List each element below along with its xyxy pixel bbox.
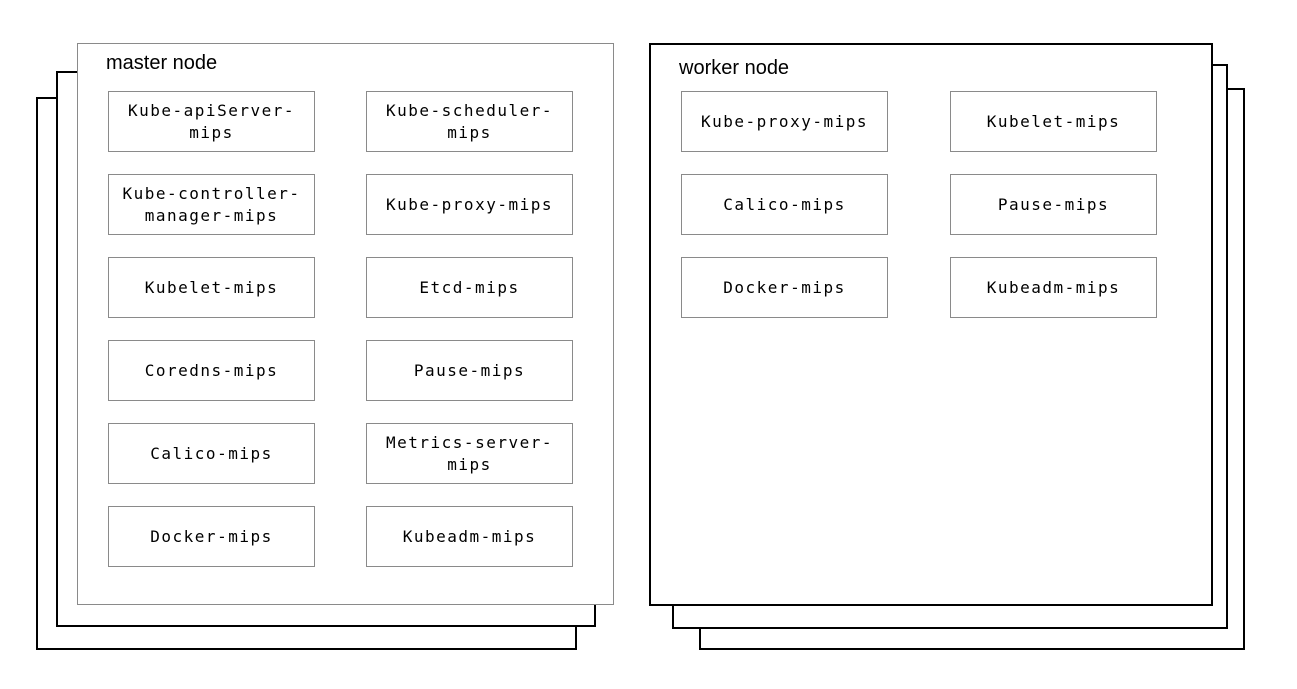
component-box-kubelet-mips: Kubelet-mips — [950, 91, 1157, 152]
worker-node-title: worker node — [679, 57, 790, 79]
component-box-calico-mips: Calico-mips — [108, 423, 315, 484]
worker-node-box: worker node Kube-proxy-mips Kubelet-mips… — [649, 43, 1213, 606]
component-box-kube-apiserver-mips: Kube-apiServer-mips — [108, 91, 315, 152]
master-node-title: master node — [106, 52, 218, 74]
master-components-grid: Kube-apiServer-mips Kube-scheduler-mips … — [108, 91, 573, 567]
component-box-docker-mips: Docker-mips — [108, 506, 315, 567]
component-box-metrics-server-mips: Metrics-server-mips — [366, 423, 573, 484]
component-box-coredns-mips: Coredns-mips — [108, 340, 315, 401]
worker-components-grid: Kube-proxy-mips Kubelet-mips Calico-mips… — [681, 91, 1157, 318]
component-box-kubeadm-mips: Kubeadm-mips — [366, 506, 573, 567]
component-box-kube-controller-manager-mips: Kube-controller-manager-mips — [108, 174, 315, 235]
component-box-kubeadm-mips: Kubeadm-mips — [950, 257, 1157, 318]
component-box-kube-scheduler-mips: Kube-scheduler-mips — [366, 91, 573, 152]
component-box-calico-mips: Calico-mips — [681, 174, 888, 235]
master-node-box: master node Kube-apiServer-mips Kube-sch… — [77, 43, 614, 605]
component-box-pause-mips: Pause-mips — [950, 174, 1157, 235]
component-box-etcd-mips: Etcd-mips — [366, 257, 573, 318]
component-box-kube-proxy-mips: Kube-proxy-mips — [681, 91, 888, 152]
component-box-kube-proxy-mips: Kube-proxy-mips — [366, 174, 573, 235]
component-box-docker-mips: Docker-mips — [681, 257, 888, 318]
component-box-kubelet-mips: Kubelet-mips — [108, 257, 315, 318]
component-box-pause-mips: Pause-mips — [366, 340, 573, 401]
